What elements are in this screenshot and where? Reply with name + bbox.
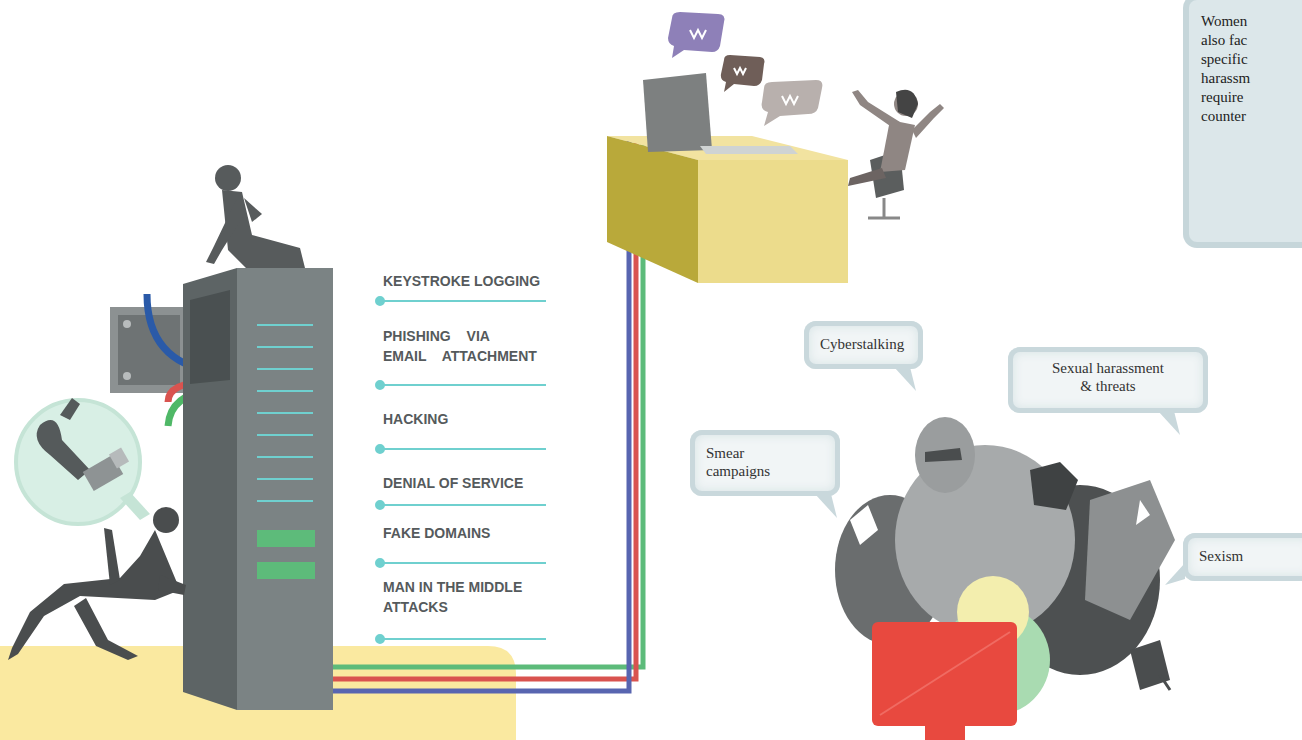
attack-label: HACKING	[383, 409, 623, 429]
server-light	[257, 562, 315, 579]
note-panel: Women also fac specific harassm require …	[1183, 0, 1302, 248]
node-text: Smear campaigns	[706, 442, 801, 480]
node-text: Sexual harassment & threats	[1048, 359, 1168, 395]
speech-bubble: Sexism	[1183, 533, 1302, 581]
victim-at-monitor	[872, 576, 1050, 740]
bubble-tail-shape	[1165, 563, 1185, 585]
node-text: Cyberstalking	[820, 333, 907, 353]
server-tower	[183, 268, 333, 710]
usb-magnifier	[16, 398, 150, 524]
troll-bubbles	[668, 12, 822, 126]
bubble-tail	[894, 367, 924, 397]
speech-bubble: Cyberstalking	[804, 321, 923, 369]
server-light	[257, 530, 315, 547]
attack-label: FAKE DOMAINS	[383, 523, 623, 543]
hacker-figure-crawling	[8, 507, 186, 660]
woman-at-desk	[848, 90, 944, 218]
desk	[607, 136, 848, 283]
node-text: Women also fac specific harassm require …	[1201, 12, 1273, 126]
bubble-tail-shape	[894, 367, 916, 391]
attack-label: MAN IN THE MIDDLE ATTACKS	[383, 577, 583, 617]
attack-label: KEYSTROKE LOGGING	[383, 271, 623, 291]
node-text: Sexism	[1199, 545, 1299, 565]
attack-label: DENIAL OF SERVICE	[383, 473, 623, 493]
bubble-tail	[1158, 411, 1188, 441]
bubble-tail	[1165, 563, 1195, 593]
bubble-tail	[815, 494, 845, 524]
attack-label: PHISHING VIA EMAIL ATTACHMENT	[383, 326, 544, 366]
network-cables	[333, 140, 643, 691]
hacker-figure-top	[206, 165, 305, 268]
bubble-tail-shape	[1158, 411, 1180, 435]
speech-bubble: Smear campaigns	[690, 430, 840, 496]
speech-bubble: Sexual harassment & threats	[1008, 347, 1208, 413]
server-vents	[257, 325, 313, 501]
bubble-tail-shape	[815, 494, 837, 518]
